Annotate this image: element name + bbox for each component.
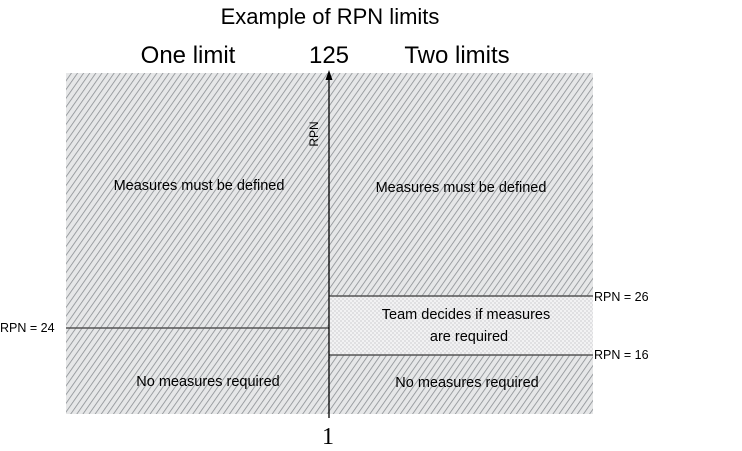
left-lower-region-label: No measures required bbox=[136, 374, 279, 390]
left-panel-heading: One limit bbox=[141, 42, 236, 69]
axis-min-label: 1 bbox=[322, 424, 334, 450]
axis-label: RPN bbox=[307, 121, 321, 146]
diagram-title: Example of RPN limits bbox=[221, 4, 440, 29]
right-upper-region-label: Measures must be defined bbox=[376, 180, 547, 196]
right-lower-limit-label: RPN = 16 bbox=[594, 348, 649, 362]
left-upper-region bbox=[66, 73, 329, 328]
axis-max-label: 125 bbox=[309, 42, 349, 69]
left-limit-label: RPN = 24 bbox=[0, 321, 55, 335]
axis-arrow-icon bbox=[325, 70, 333, 80]
right-panel-heading: Two limits bbox=[404, 42, 509, 69]
right-upper-limit-label: RPN = 26 bbox=[594, 290, 649, 304]
right-upper-region bbox=[329, 73, 593, 296]
right-middle-region-label-line1: Team decides if measures bbox=[382, 307, 550, 323]
right-lower-region bbox=[329, 355, 593, 414]
right-middle-region-label-line2: are required bbox=[430, 329, 508, 345]
left-lower-region bbox=[66, 328, 329, 414]
left-upper-region-label: Measures must be defined bbox=[114, 178, 285, 194]
right-middle-region bbox=[329, 296, 593, 355]
right-lower-region-label: No measures required bbox=[395, 375, 538, 391]
